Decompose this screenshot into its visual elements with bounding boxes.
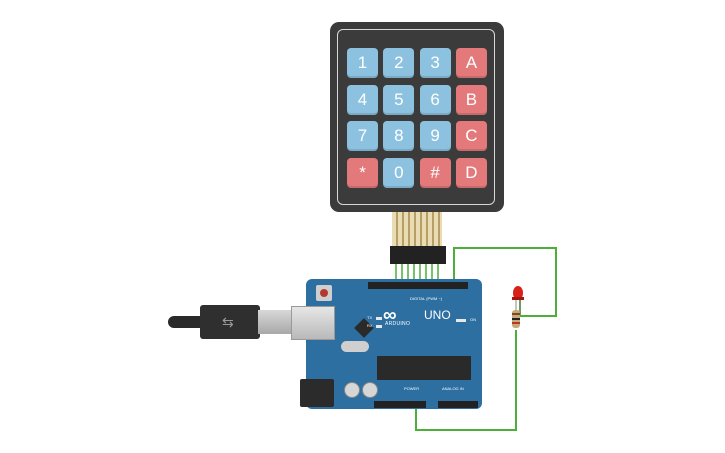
key-D[interactable]: D <box>455 157 487 188</box>
rx-led <box>376 325 382 328</box>
crystal-oscillator <box>341 341 369 352</box>
key-9[interactable]: 9 <box>419 121 451 151</box>
power-led <box>456 319 466 322</box>
key-3[interactable]: 3 <box>419 48 451 78</box>
on-label: ON <box>470 317 476 322</box>
analog-label: ANALOG IN <box>442 386 464 391</box>
reset-button[interactable] <box>316 285 332 301</box>
capacitor <box>362 382 378 398</box>
wire-ground[interactable] <box>415 330 517 431</box>
digital-label: DIGITAL (PWM ~) <box>410 296 443 301</box>
board-power-jack <box>300 379 334 407</box>
capacitor <box>344 382 360 398</box>
key-*[interactable]: * <box>347 157 378 188</box>
usb-connector <box>258 310 292 334</box>
key-C[interactable]: C <box>455 121 487 151</box>
key-4[interactable]: 4 <box>347 84 378 115</box>
key-B[interactable]: B <box>455 84 487 115</box>
arduino-logo: ∞ <box>383 305 396 326</box>
keypad-frame <box>337 29 495 205</box>
board-model: UNO <box>424 308 451 322</box>
key-7[interactable]: 7 <box>347 121 378 151</box>
usb-icon: ⇆ <box>222 314 234 330</box>
key-A[interactable]: A <box>455 48 487 78</box>
resistor[interactable] <box>512 310 520 328</box>
power-pin-header[interactable] <box>374 401 426 408</box>
rx-label: RX <box>367 323 373 328</box>
key-#[interactable]: # <box>419 157 451 188</box>
usb-cable[interactable] <box>168 316 202 328</box>
board-usb-port <box>291 306 335 340</box>
key-0[interactable]: 0 <box>383 157 415 188</box>
key-8[interactable]: 8 <box>383 121 415 151</box>
atmega-chip <box>377 356 471 380</box>
tx-label: TX <box>367 315 373 320</box>
keypad-connector <box>390 246 446 264</box>
board-brand: ARDUINO <box>385 321 411 327</box>
key-5[interactable]: 5 <box>383 84 415 115</box>
key-2[interactable]: 2 <box>383 48 415 78</box>
digital-pin-header[interactable] <box>368 282 468 289</box>
usb-plug[interactable] <box>200 305 260 339</box>
power-label: POWER <box>404 386 420 391</box>
arduino-uno-board[interactable] <box>306 279 482 409</box>
key-6[interactable]: 6 <box>419 84 451 115</box>
keypad-ribbon-cable <box>392 212 442 246</box>
tx-led <box>376 317 382 320</box>
key-1[interactable]: 1 <box>347 48 378 78</box>
analog-pin-header[interactable] <box>438 401 478 408</box>
